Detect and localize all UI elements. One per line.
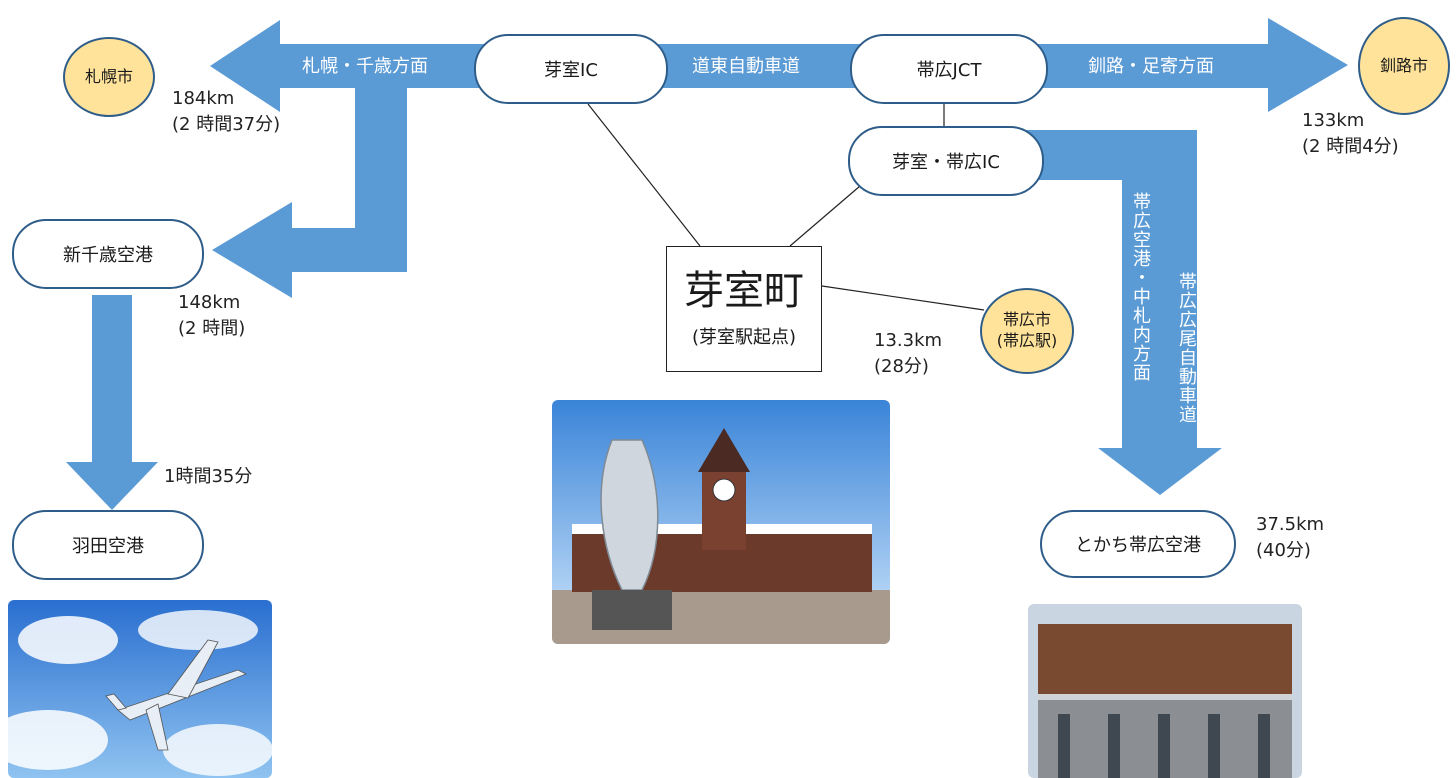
tokachi-obihiro-airport-photo xyxy=(1028,604,1302,778)
chitose-km: 148km xyxy=(178,292,241,313)
connector-obihiro xyxy=(821,285,985,311)
tokachi-distance: 37.5km (40分) xyxy=(1256,512,1324,564)
sapporo-time: (2 時間37分) xyxy=(172,114,281,136)
chitose-distance: 148km (2 時間) xyxy=(178,290,245,342)
sapporo-km: 184km xyxy=(172,88,235,109)
route-label-obihiro-airport: 帯広空港・中札内方面 xyxy=(1130,192,1151,382)
haneda-arrow xyxy=(66,295,158,510)
obihiro-city-circle: 帯広市 (帯広駅) xyxy=(980,288,1074,374)
chitose-time: (2 時間) xyxy=(178,318,246,340)
haneda-node: 羽田空港 xyxy=(12,510,204,580)
obihiro-time: (28分) xyxy=(874,356,929,378)
route-label-doto-expressway: 道東自動車道 xyxy=(692,56,800,77)
route-label-kushiro-ashoro: 釧路・足寄方面 xyxy=(1088,56,1214,77)
sapporo-arrow xyxy=(210,20,470,112)
memuro-station-photo xyxy=(552,400,890,644)
tokachi-airport-node: とかち帯広空港 xyxy=(1040,510,1236,578)
memuro-town-box: 芽室町 (芽室駅起点) xyxy=(666,246,822,372)
sapporo-distance: 184km (2 時間37分) xyxy=(172,86,280,138)
kushiro-city-label: 釧路市 xyxy=(1379,55,1428,75)
memuro-town-sub: (芽室駅起点) xyxy=(691,327,797,348)
kushiro-distance: 133km (2 時間4分) xyxy=(1302,108,1399,160)
obihiro-jct-node: 帯広JCT xyxy=(850,34,1048,104)
kushiro-city-circle: 釧路市 xyxy=(1358,17,1450,115)
obihiro-km: 13.3km xyxy=(874,330,943,351)
obihiro-station-label: (帯広駅) xyxy=(996,331,1058,350)
route-label-obihiro-hiroo: 帯広広尾自動車道 xyxy=(1176,272,1197,424)
obihiro-city-label: 帯広市 xyxy=(1002,310,1051,330)
tokachi-time: (40分) xyxy=(1256,540,1311,562)
connector-memuro-ic xyxy=(587,103,701,247)
tokachi-arrow xyxy=(960,130,1222,495)
memuro-ic-node: 芽室IC xyxy=(474,34,668,104)
route-label-sapporo-chitose: 札幌・千歳方面 xyxy=(302,56,428,77)
obihiro-distance: 13.3km (28分) xyxy=(874,328,942,380)
connector-memuro-obihiro-ic xyxy=(789,185,861,247)
kushiro-time: (2 時間4分) xyxy=(1302,136,1399,158)
new-chitose-arrow xyxy=(212,60,407,298)
sapporo-city-label: 札幌市 xyxy=(84,66,133,86)
memuro-town-name: 芽室町 xyxy=(684,268,804,314)
tokachi-km: 37.5km xyxy=(1256,514,1325,535)
memuro-obihiro-ic-node: 芽室・帯広IC xyxy=(848,126,1044,196)
airplane-sky-photo xyxy=(8,600,272,778)
kushiro-km: 133km xyxy=(1302,110,1365,131)
sapporo-city-circle: 札幌市 xyxy=(63,37,155,117)
haneda-time: 1時間35分 xyxy=(164,466,253,487)
new-chitose-node: 新千歳空港 xyxy=(12,219,204,289)
